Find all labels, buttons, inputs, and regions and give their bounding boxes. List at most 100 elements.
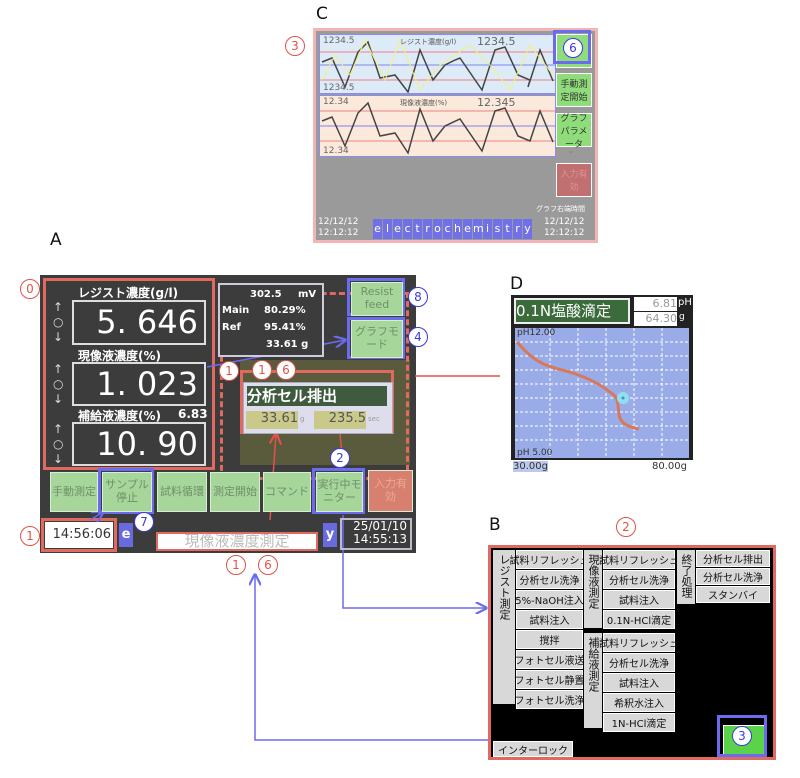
marker-1: 1 bbox=[226, 555, 246, 575]
ticker-char: r bbox=[423, 219, 432, 239]
popup-title: 分析セル排出 bbox=[247, 386, 387, 406]
manual-measure-button[interactable]: 手動測定 bbox=[50, 472, 98, 512]
ticker-char: c bbox=[443, 219, 452, 239]
resist-label: レジスト濃度(g/l) bbox=[78, 286, 179, 300]
developer-arrows-icon[interactable]: ↑○↓ bbox=[53, 362, 64, 406]
resist-value: 5. 646 bbox=[72, 300, 206, 345]
marker-3: 3 bbox=[285, 36, 305, 56]
marker-8: 8 bbox=[408, 287, 428, 307]
grams-unit: g bbox=[679, 312, 685, 322]
left-date: 12/12/12 bbox=[318, 217, 359, 227]
end-step-button[interactable]: 分析セル排出 bbox=[696, 550, 770, 567]
chart2-title: 現像液濃度(%) bbox=[400, 99, 448, 107]
interlock-button[interactable]: インターロック bbox=[493, 741, 573, 757]
right-time-label: グラフ右端時間 bbox=[536, 205, 585, 213]
graph-mode-button[interactable]: グラフモード bbox=[351, 320, 403, 358]
marker-6: 6 bbox=[276, 360, 296, 380]
marker-1: 1 bbox=[20, 526, 40, 546]
replenisher-step-button[interactable]: 試料リフレッシュ bbox=[599, 633, 679, 652]
graph-param-button[interactable]: グラフパラメータ bbox=[556, 113, 592, 150]
resist-step-button[interactable]: フォトセル静置 bbox=[515, 670, 585, 689]
titration-title: 0.1N塩酸滴定 bbox=[514, 298, 630, 324]
marker-4: 4 bbox=[408, 327, 428, 347]
sample-circulate-button[interactable]: 試料循環 bbox=[157, 472, 207, 512]
chart2-value: 12.345 bbox=[477, 96, 516, 109]
replenisher-step-button[interactable]: 分析セル洗浄 bbox=[603, 653, 675, 672]
dash-indicator: - bbox=[569, 147, 573, 158]
panel-d-label: D bbox=[510, 274, 524, 294]
replenisher-step-button[interactable]: 試料注入 bbox=[603, 673, 675, 692]
popup-grams-unit: g bbox=[300, 415, 305, 423]
marker-7: 7 bbox=[134, 512, 154, 532]
developer-group-label: 現像液測定 bbox=[584, 550, 602, 628]
resist-group-label: レジスト測定 bbox=[493, 550, 515, 704]
chart1-value: 1234.5 bbox=[477, 35, 516, 48]
x-min-label: 30.00g bbox=[513, 461, 548, 472]
input-enable-button[interactable]: 入力有効 bbox=[556, 163, 592, 197]
resist-arrows-icon[interactable]: ↑○↓ bbox=[53, 300, 64, 344]
main-label: Main bbox=[222, 305, 250, 316]
manual-start-button[interactable]: 手動測定開始 bbox=[556, 73, 592, 107]
mv-value: 302.5 bbox=[250, 289, 282, 300]
panel-b-label: B bbox=[489, 515, 501, 535]
panel-d-screen: 0.1N塩酸滴定 6.81 pH 64.30 g pH12.00 pH 5.00 bbox=[511, 295, 693, 460]
resist-step-button[interactable]: 分析セル洗浄 bbox=[516, 570, 583, 589]
resist-feed-button[interactable]: Resist feed bbox=[351, 282, 403, 316]
ticker-char: c bbox=[403, 219, 412, 239]
status-message: 現像液濃度測定 bbox=[156, 532, 318, 551]
grams-value: 33.61 g bbox=[266, 339, 309, 350]
ph-max-label: pH12.00 bbox=[517, 328, 556, 338]
replenisher-group-label: 補給液測定 bbox=[584, 633, 602, 728]
replenisher-label: 補給液濃度(%) bbox=[78, 409, 161, 423]
ticker-char: r bbox=[513, 219, 522, 239]
developer-trend-chart: 12.34 現像液濃度(%) 12.345 12.34 bbox=[319, 95, 556, 157]
titration-chart: pH12.00 pH 5.00 bbox=[515, 328, 689, 458]
resist-step-button[interactable]: 試料リフレッシュ bbox=[510, 550, 590, 569]
marker-0: 0 bbox=[20, 279, 40, 299]
running-monitor-button[interactable]: 実行中モニター bbox=[316, 472, 363, 512]
marker-1: 1 bbox=[252, 360, 272, 380]
x-max-label: 80.00g bbox=[652, 461, 687, 472]
replenisher-step-button[interactable]: 希釈水注入 bbox=[603, 693, 675, 712]
chart2-min: 12.34 bbox=[323, 146, 349, 156]
main-value: 80.29% bbox=[264, 305, 306, 316]
ticker-char: h bbox=[453, 219, 462, 239]
popup-seconds-unit: sec bbox=[368, 415, 380, 423]
sample-stop-button[interactable]: サンプル停止 bbox=[102, 472, 152, 512]
marker-2: 2 bbox=[330, 448, 350, 468]
right-date: 12/12/12 bbox=[544, 217, 585, 227]
ph-min-label: pH 5.00 bbox=[517, 448, 553, 458]
developer-step-button[interactable]: 分析セル洗浄 bbox=[603, 570, 675, 589]
command-button[interactable]: コマンド bbox=[263, 472, 311, 512]
resist-step-button[interactable]: フォトセル液送 bbox=[515, 650, 585, 669]
developer-step-button[interactable]: 試料注入 bbox=[603, 590, 675, 609]
measure-start-button[interactable]: 測定開始 bbox=[210, 472, 260, 512]
ticker-char: e bbox=[373, 219, 382, 239]
resist-step-button[interactable]: 試料注入 bbox=[516, 610, 583, 629]
popup-window: 分析セル排出 33.61 g 235.5 sec bbox=[243, 382, 393, 434]
end-group-label: 終了処理 bbox=[677, 550, 695, 604]
grams-value: 64.30 bbox=[634, 312, 677, 326]
ref-value: 95.41% bbox=[264, 322, 306, 333]
clock-time: 14:56:06 bbox=[45, 522, 113, 548]
resist-step-button[interactable]: 5%-NaOH注入 bbox=[515, 590, 584, 609]
end-step-button[interactable]: 分析セル洗浄 bbox=[696, 568, 770, 585]
resist-step-button[interactable]: フォトセル洗浄 bbox=[515, 690, 585, 709]
input-enable-button[interactable]: 入力有効 bbox=[368, 470, 413, 512]
replenisher-arrows-icon[interactable]: ↑○↓ bbox=[53, 422, 64, 466]
left-time: 12:12:12 bbox=[318, 228, 359, 238]
titration-curve-plot bbox=[515, 328, 689, 458]
resist-trend-lines bbox=[320, 38, 555, 93]
marker-2: 2 bbox=[616, 517, 636, 537]
replenisher-extra: 6.83 bbox=[178, 407, 208, 421]
panel-c-label: C bbox=[316, 4, 328, 24]
resist-step-button[interactable]: 撹拌 bbox=[516, 630, 583, 649]
ticker-char: t bbox=[413, 219, 422, 239]
replenisher-step-button[interactable]: 1N-HCl滴定 bbox=[603, 713, 675, 732]
developer-step-button[interactable]: 試料リフレッシュ bbox=[599, 550, 679, 569]
developer-step-button[interactable]: 0.1N-HCl滴定 bbox=[603, 610, 675, 629]
end-step-button[interactable]: スタンバイ bbox=[696, 586, 770, 603]
